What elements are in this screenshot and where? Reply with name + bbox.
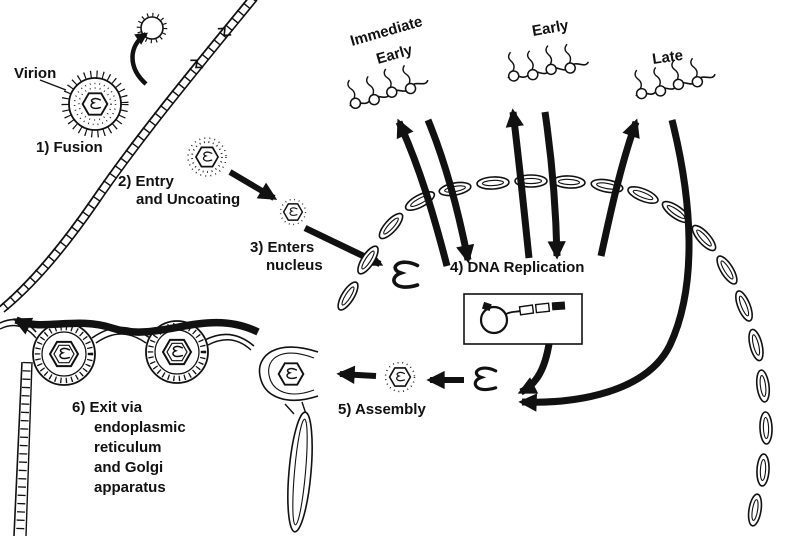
uncoated-capsid [279, 198, 307, 226]
genome-in-nucleus [392, 260, 420, 289]
fusion-virion-spikes [136, 12, 168, 44]
label-step6-line1: 6) Exit via [72, 399, 143, 416]
label-step6-line2: endoplasmic [94, 419, 186, 436]
virion-core-capsid [83, 93, 108, 114]
label-step3-line2: nucleus [266, 257, 323, 274]
nuclear-membrane-segment [754, 368, 772, 404]
polysome-immediate-early [341, 57, 431, 113]
arrow-late-to-assembly [518, 119, 693, 412]
rolling-circle-dna [479, 301, 566, 335]
nuclear-membrane-segment [745, 492, 765, 528]
arrow-immediate-early-export [395, 118, 451, 267]
arrow-entry-uncoating [228, 169, 278, 201]
label-immediate-early-line1: Immediate [348, 13, 424, 50]
cell-membrane [0, 0, 258, 314]
tegument-dots [187, 137, 227, 177]
capsid-hexagon [196, 147, 218, 166]
nuclear-membrane-segment [755, 452, 771, 488]
nuclear-membrane-segment [688, 221, 720, 255]
label-step6-line5: apparatus [94, 479, 166, 496]
nuclear-membrane-segment [375, 209, 407, 243]
enveloped-virion-left [33, 323, 95, 385]
nuclear-membrane-segment [712, 252, 742, 288]
polysome-early [502, 38, 591, 85]
arrow-replication-to-assembly [517, 343, 553, 396]
label-step2-line1: 2) Entry [118, 173, 175, 190]
nuclear-membrane-segment [745, 327, 767, 363]
nuclear-membrane-segment [551, 174, 587, 190]
assembling-capsid [384, 361, 416, 393]
label-step3-line1: 3) Enters [250, 239, 314, 256]
capsid-hexagon [284, 204, 303, 220]
label-early: Early [531, 17, 571, 40]
label-step2-line2: and Uncoating [136, 191, 240, 208]
arrow-assembly-to-envelopment [336, 365, 377, 384]
entering-capsid [187, 137, 227, 177]
arrow-early-return [541, 111, 566, 260]
nuclear-membrane-segment [758, 411, 774, 445]
capsid-hexagon [390, 368, 411, 386]
virion-tegument-dots [73, 82, 117, 126]
nuclear-membrane-segment [333, 278, 363, 314]
arrow-exit [12, 316, 260, 336]
membrane-notch [217, 27, 232, 37]
label-late: Late [651, 47, 684, 68]
virion-tegument-dots [78, 87, 112, 121]
label-immediate-early-line2: Early [374, 41, 415, 68]
tegument-dots [384, 361, 416, 393]
nuclear-membrane-segment [475, 175, 511, 191]
er-sac [287, 411, 313, 533]
nuclear-membrane-segment [731, 288, 757, 324]
tegument-dots [191, 141, 223, 173]
arrow-late-export [597, 118, 640, 257]
dna-replication-box [463, 293, 583, 345]
arrow-fusion [130, 32, 149, 86]
virion-spikes [61, 70, 129, 138]
nuclear-membrane-segment [625, 182, 661, 208]
er-golgi-complex [0, 320, 319, 536]
virion-label-pointer [39, 79, 67, 91]
transcription-arrows [395, 108, 693, 412]
label-step4-dna-replication: 4) DNA Replication [450, 259, 584, 276]
membrane-notch [190, 59, 204, 69]
label-step6-line4: and Golgi [94, 459, 163, 476]
capsid-in-golgi-pocket [279, 363, 304, 384]
virion-particle [61, 70, 129, 138]
tegument-dots [279, 198, 307, 226]
genome-for-assembly [473, 366, 498, 392]
arrow-immediate-early-return [424, 118, 475, 264]
label-virion: Virion [14, 65, 56, 82]
label-step5-assembly: 5) Assembly [338, 401, 426, 418]
arrow-early-export [505, 108, 533, 259]
label-step1-fusion: 1) Fusion [36, 139, 103, 156]
label-step6-line3: reticulum [94, 439, 162, 456]
